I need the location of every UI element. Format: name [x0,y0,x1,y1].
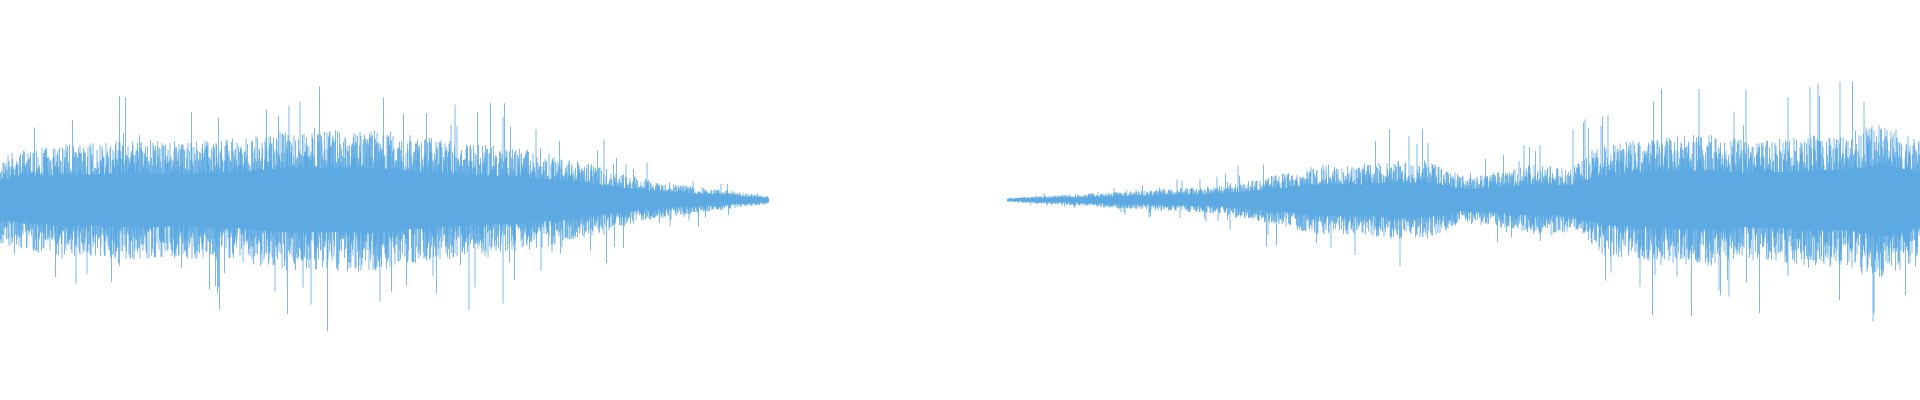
waveform-core-segment-2 [1006,164,1920,236]
waveform-core-segment-1 [0,167,770,233]
